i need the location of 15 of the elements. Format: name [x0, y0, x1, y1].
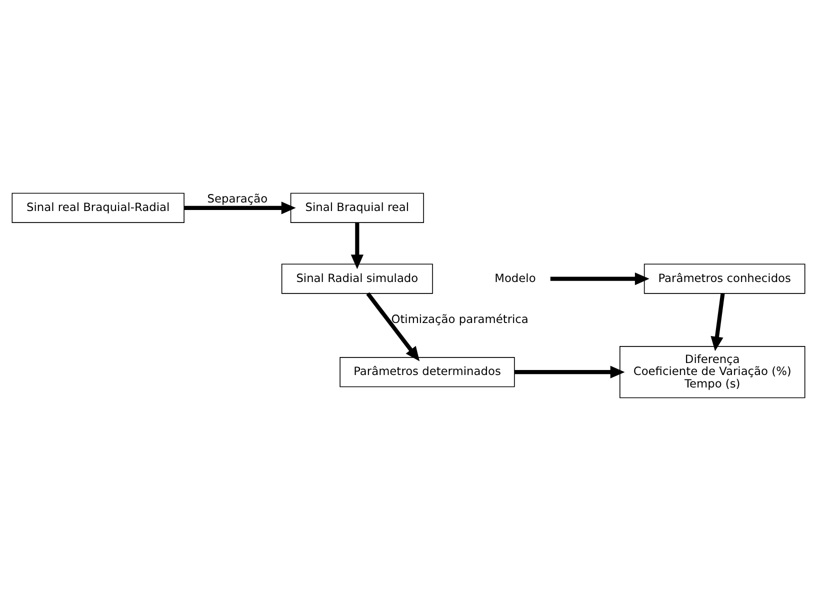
- arrow: [184, 201, 296, 214]
- node-box: Parâmetros determinados: [340, 356, 515, 387]
- node-text: Modelo: [494, 270, 536, 284]
- edge-label: Separação: [207, 190, 268, 205]
- node-box: Diferença Coeficiente de Variação (%) Tempo (s): [620, 346, 806, 398]
- node-box: Parâmetros conhecidos: [644, 263, 806, 294]
- node-box: Sinal real Braquial-Radial: [12, 192, 184, 222]
- arrow: [550, 272, 650, 285]
- arrow: [710, 292, 725, 351]
- node-box: Sinal Braquial real: [290, 192, 424, 222]
- arrow: [514, 365, 625, 378]
- arrow: [366, 292, 420, 361]
- arrow: [350, 222, 364, 269]
- node-box: Sinal Radial simulado: [281, 263, 433, 294]
- edge-label: Otimização paramétrica: [391, 311, 528, 326]
